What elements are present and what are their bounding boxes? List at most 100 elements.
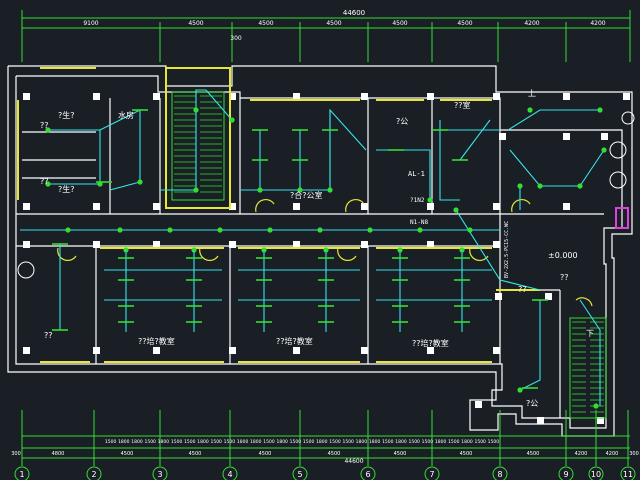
bottom-dimension-value: 4500 bbox=[328, 451, 341, 457]
switch-dot bbox=[593, 403, 599, 409]
switch-dot bbox=[45, 181, 51, 187]
windows bbox=[17, 67, 540, 363]
room-label-water-room: 水房 bbox=[118, 110, 134, 120]
room-label-small-room-2: ?? bbox=[40, 121, 49, 130]
column bbox=[563, 203, 570, 210]
axis-number: 10 bbox=[591, 470, 601, 479]
axis-number: 8 bbox=[497, 470, 502, 479]
switch-dot bbox=[517, 183, 523, 189]
switch-dot bbox=[323, 247, 329, 253]
axis-bubble bbox=[86, 466, 102, 480]
column bbox=[427, 203, 434, 210]
bottom-subdimension-value: 1500 bbox=[210, 439, 222, 445]
room-label-east-room: ?? bbox=[560, 273, 569, 282]
top-dimension-value: 4500 bbox=[188, 20, 203, 27]
axis-bubble bbox=[14, 466, 30, 480]
switch-dot bbox=[527, 107, 533, 113]
column bbox=[427, 93, 434, 100]
bottom-subdimension-value: 1800 bbox=[461, 439, 473, 445]
bottom-dimension-value: 4500 bbox=[527, 451, 540, 457]
top-dimension-value: 4500 bbox=[258, 20, 273, 27]
column bbox=[293, 93, 300, 100]
room-label-office-2: ?公 bbox=[526, 399, 538, 408]
axis-number: 9 bbox=[563, 470, 568, 479]
column bbox=[563, 133, 570, 140]
column bbox=[23, 93, 30, 100]
switch-dot bbox=[367, 227, 373, 233]
axis-number: 11 bbox=[623, 470, 633, 479]
bottom-subdimension-value: 1500 bbox=[408, 439, 420, 445]
axis-number: 1 bbox=[19, 470, 24, 479]
column bbox=[293, 241, 300, 248]
room-label-toilet-1: ?生? bbox=[58, 110, 75, 120]
switch-dot bbox=[577, 183, 583, 189]
bottom-subdimension-value: 1800 bbox=[276, 439, 288, 445]
axis-number: 5 bbox=[297, 470, 302, 479]
switch-dot bbox=[517, 387, 523, 393]
column bbox=[23, 241, 30, 248]
bottom-total-dimension: 44600 bbox=[344, 458, 363, 465]
bottom-subdimension-value: 1800 bbox=[395, 439, 407, 445]
bottom-dimension-value: 300 bbox=[11, 451, 21, 457]
switch-dot bbox=[167, 227, 173, 233]
distribution-box bbox=[615, 207, 629, 229]
room-label-toilet-2: ?生? bbox=[58, 184, 75, 194]
switch-dot bbox=[297, 187, 303, 193]
feeder-label: BV-2X2.5-PC15-CC.WC bbox=[504, 221, 510, 278]
axis-bubble bbox=[558, 466, 574, 480]
bottom-subdimension-value: 1500 bbox=[422, 439, 434, 445]
column bbox=[23, 203, 30, 210]
switch-dot bbox=[601, 147, 607, 153]
switch-dot bbox=[317, 227, 323, 233]
panel-code-label: ?1N2 bbox=[410, 197, 425, 204]
column bbox=[229, 241, 236, 248]
column bbox=[153, 241, 160, 248]
switch-dot bbox=[537, 183, 543, 189]
south-stair bbox=[569, 317, 607, 419]
bottom-subdimension-value: 1500 bbox=[171, 439, 183, 445]
switch-dot bbox=[427, 197, 433, 203]
top-dimension-value: 4500 bbox=[326, 20, 341, 27]
column bbox=[537, 417, 544, 424]
bottom-dimension-value: 300 bbox=[629, 451, 639, 457]
room-label-office-1: ?公 bbox=[396, 117, 408, 126]
switch-dot bbox=[327, 187, 333, 193]
column bbox=[229, 93, 236, 100]
switch-dot bbox=[65, 227, 71, 233]
switch-dot bbox=[417, 227, 423, 233]
column bbox=[229, 347, 236, 354]
stair-up-label: 上 bbox=[528, 89, 536, 98]
bottom-subdimension-value: 1800 bbox=[131, 439, 143, 445]
top-dimension-lines bbox=[21, 10, 631, 62]
bottom-subdimension-value: 1800 bbox=[197, 439, 209, 445]
column bbox=[545, 293, 552, 300]
column bbox=[361, 241, 368, 248]
room-label-general-office: ?合?公室 bbox=[290, 190, 323, 200]
column bbox=[623, 93, 630, 100]
bottom-subdimension-value: 1500 bbox=[184, 439, 196, 445]
structural-columns bbox=[23, 93, 630, 424]
room-label-north-room: ??室 bbox=[454, 100, 471, 110]
stair-down-label: 下 bbox=[586, 329, 594, 338]
column bbox=[601, 133, 608, 140]
column bbox=[153, 203, 160, 210]
bottom-subdimension-value: 1800 bbox=[435, 439, 447, 445]
switch-dot bbox=[229, 117, 235, 123]
switch-dot bbox=[137, 179, 143, 185]
column bbox=[93, 203, 100, 210]
bottom-dimension-value: 4500 bbox=[394, 451, 407, 457]
bottom-subdimension-value: 1800 bbox=[369, 439, 381, 445]
top-total-dimension: 44600 bbox=[343, 9, 365, 17]
bottom-subdimension-value: 1500 bbox=[144, 439, 156, 445]
bottom-subdimension-value: 1800 bbox=[237, 439, 249, 445]
column bbox=[93, 241, 100, 248]
axis-number: 3 bbox=[157, 470, 162, 479]
bottom-dimension-value: 4500 bbox=[189, 451, 202, 457]
top-axis-note: 300 bbox=[230, 35, 242, 42]
top-dimension-value: 4500 bbox=[392, 20, 407, 27]
switch-dot bbox=[191, 247, 197, 253]
bottom-dimension-value: 4200 bbox=[606, 451, 619, 457]
switch-dot bbox=[123, 247, 129, 253]
